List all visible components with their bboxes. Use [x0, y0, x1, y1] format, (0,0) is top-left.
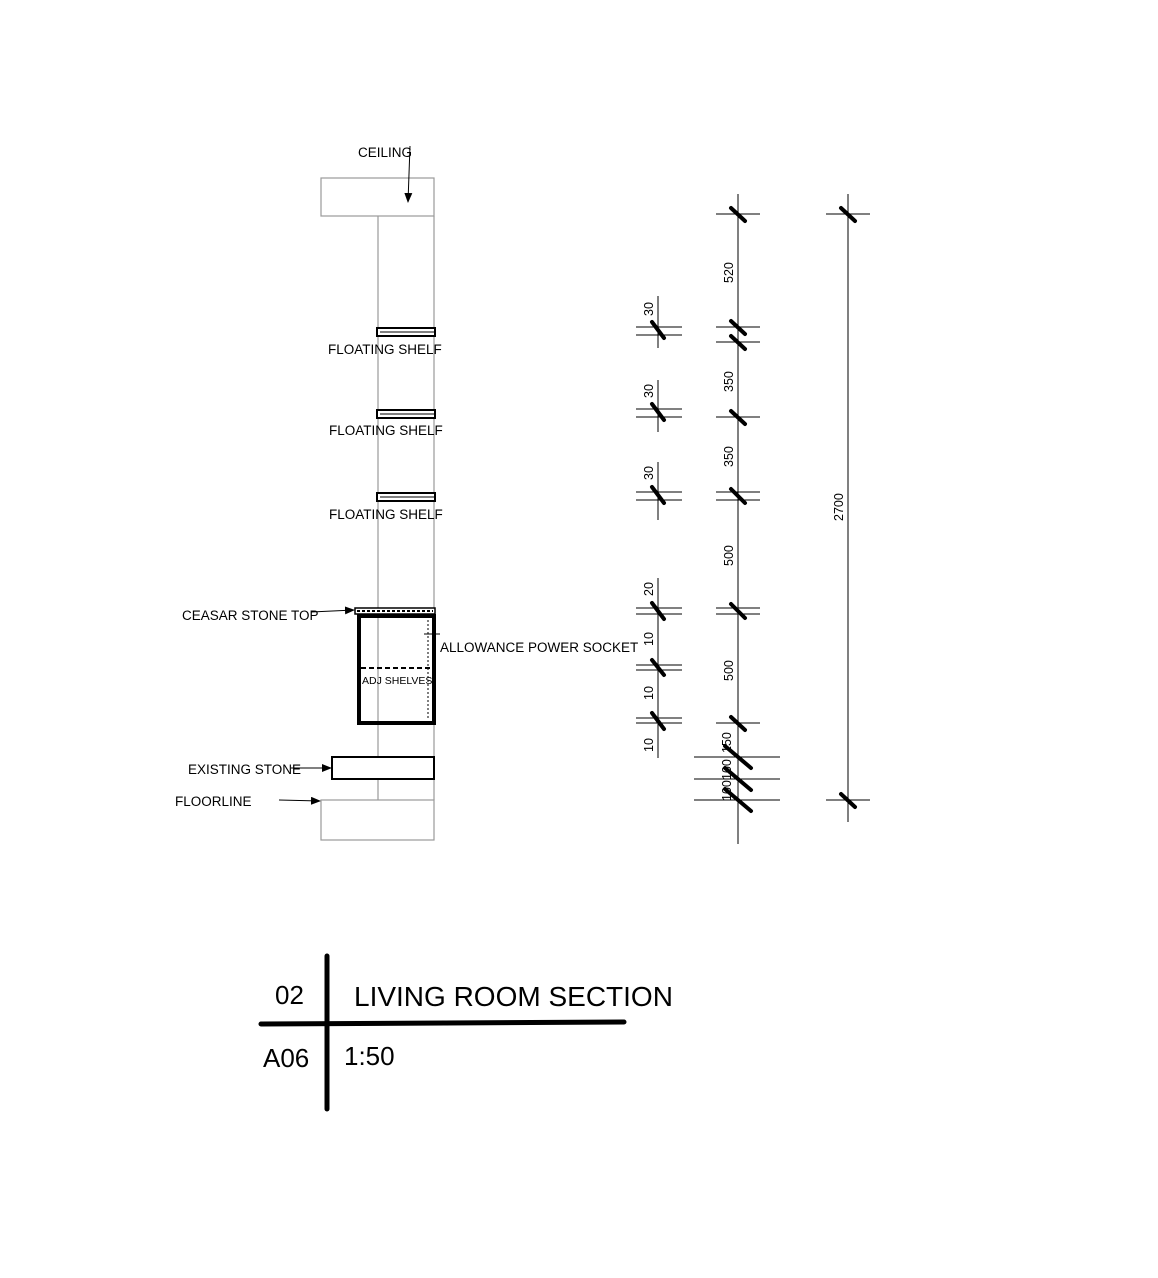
dim-small-4: 20: [642, 582, 656, 596]
dim-small-1: 30: [642, 302, 656, 316]
dim-small-6: 10: [642, 686, 656, 700]
dim-main-6: 150: [720, 732, 734, 753]
floor-slab: [320, 799, 435, 841]
dim-main-7: 100: [720, 759, 734, 780]
ceasar-stone-top-label: CEASAR STONE TOP: [182, 608, 319, 623]
allowance-power-socket-label: ALLOWANCE POWER SOCKET: [440, 640, 638, 655]
cabinet: [354, 607, 440, 725]
title-block: 02 LIVING ROOM SECTION A06 1:50: [258, 953, 673, 1112]
cabinet-box: [357, 614, 436, 725]
dim-small-2: 30: [642, 384, 656, 398]
adj-shelves-label: ADJ SHELVES: [362, 675, 432, 687]
drawing-scale: 1:50: [344, 1041, 395, 1071]
dim-small-3: 30: [642, 466, 656, 480]
floating-shelves: [376, 327, 436, 502]
dim-main-1: 520: [722, 262, 736, 283]
ceiling-label: CEILING: [358, 145, 412, 160]
drawing-number: 02: [275, 980, 304, 1010]
dim-main-5: 500: [722, 660, 736, 681]
existing-stone-shape: [331, 756, 435, 780]
drawing-title: LIVING ROOM SECTION: [354, 981, 673, 1012]
dim-main-4: 500: [722, 545, 736, 566]
dim-main-8: 100: [720, 780, 734, 801]
dim-overall: 2700: [832, 493, 846, 521]
floorline-label: FLOORLINE: [175, 794, 252, 809]
sheet-number: A06: [263, 1043, 309, 1073]
dimension-overall: 2700: [826, 194, 870, 822]
ceiling-slab: [320, 177, 435, 217]
floating-shelf-2-label: FLOATING SHELF: [329, 423, 443, 438]
existing-stone-label: EXISTING STONE: [188, 762, 301, 777]
dim-small-5: 10: [642, 632, 656, 646]
dimension-chain-small: 30 30 30 20 10 10 10: [636, 296, 682, 758]
annotations: CEILING FLOATING SHELF FLOATING SHELF FL…: [175, 145, 638, 809]
dim-main-2: 350: [722, 371, 736, 392]
floating-shelf-3-label: FLOATING SHELF: [329, 507, 443, 522]
dim-small-7: 10: [642, 738, 656, 752]
dimension-chain-main: 520 350 350 500 500 150 100 100: [694, 194, 780, 844]
dim-main-3: 350: [722, 446, 736, 467]
floating-shelf-1-label: FLOATING SHELF: [328, 342, 442, 357]
